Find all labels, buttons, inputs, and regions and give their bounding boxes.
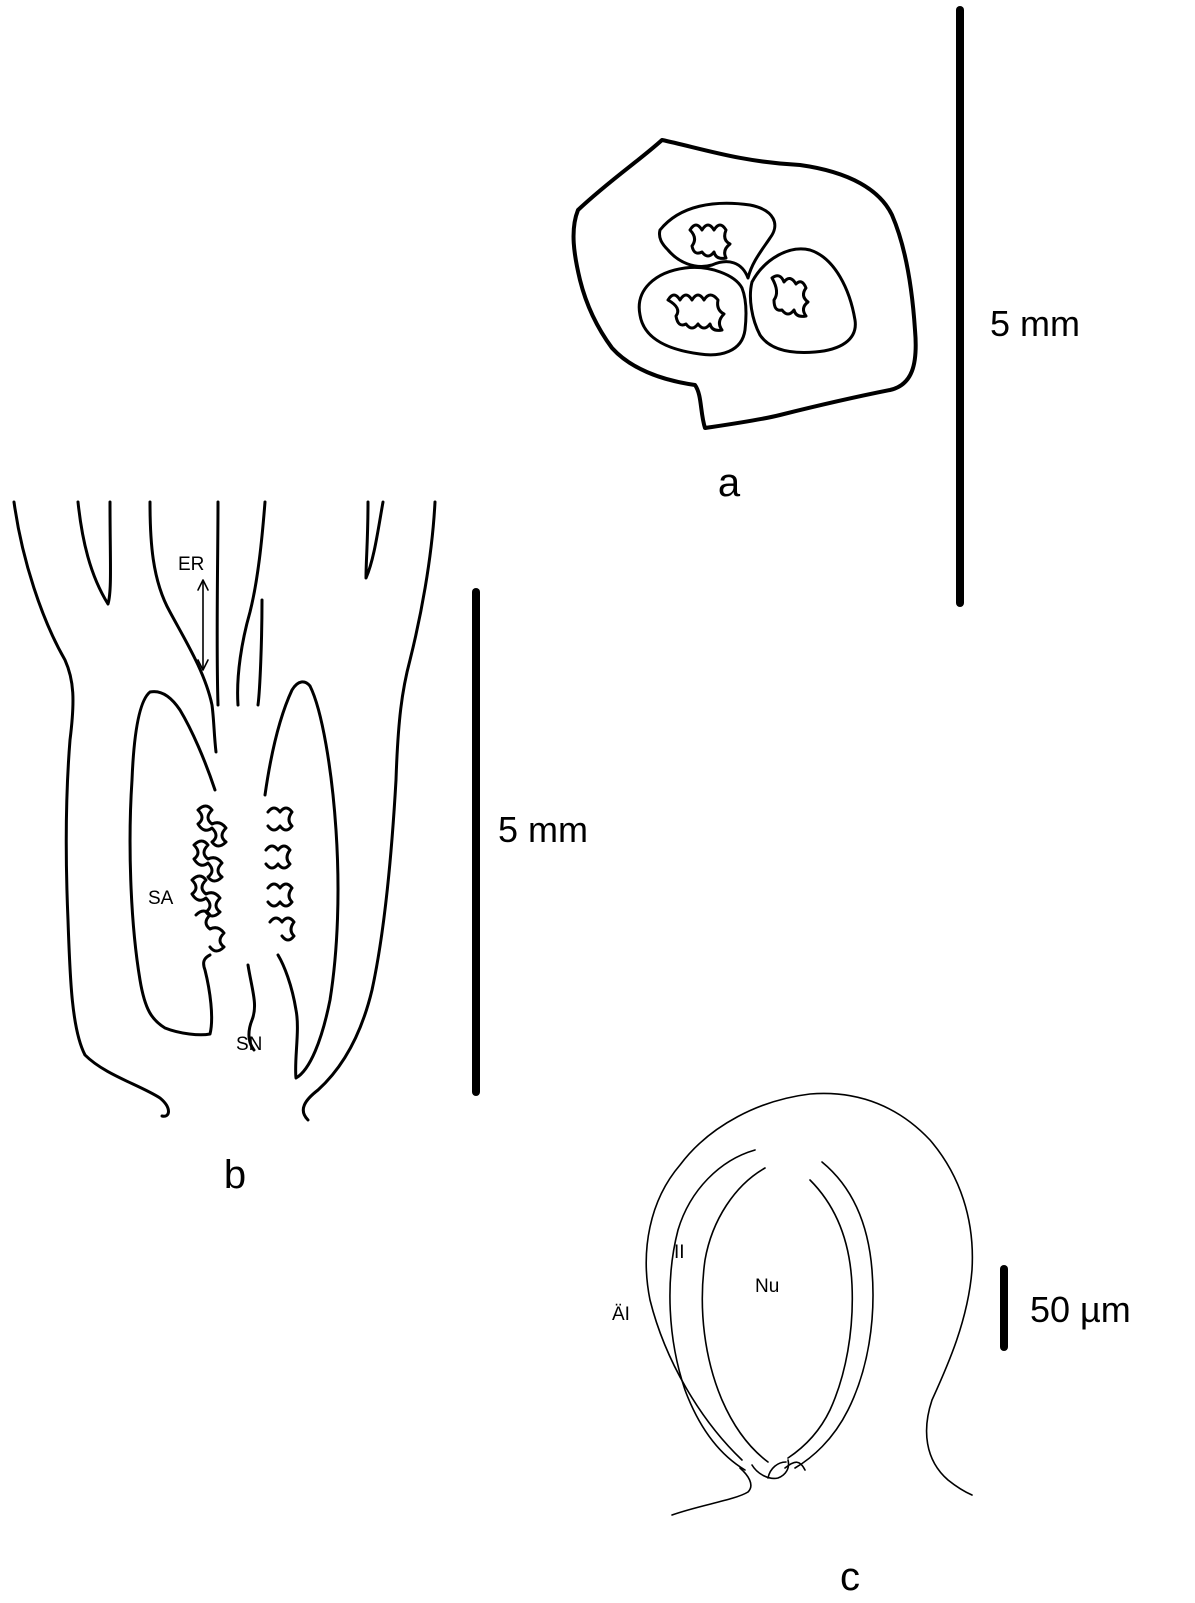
funiculus-outline <box>646 1093 972 1515</box>
inner-integument-right <box>795 1162 873 1468</box>
tepal-right <box>366 502 383 578</box>
scale-label-b: 5 mm <box>498 809 588 850</box>
ovules-row-left <box>192 806 226 951</box>
scale-label-a: 5 mm <box>990 303 1080 344</box>
panel-label-a: a <box>718 461 741 505</box>
locule-b-left <box>130 692 215 1035</box>
style-mid-left <box>217 502 218 705</box>
ovary-outline <box>574 140 916 428</box>
scale-label-c: 50 µm <box>1030 1289 1131 1330</box>
panel-a: a 5 mm <box>574 10 1080 603</box>
locule-b-right <box>265 682 338 1078</box>
panel-label-b: b <box>224 1153 246 1197</box>
inner-integument-left <box>702 1168 768 1462</box>
ovules-top <box>690 225 730 258</box>
label-ai: ÄI <box>612 1304 630 1325</box>
label-nu: Nu <box>755 1276 779 1297</box>
tepal-left <box>78 502 111 604</box>
locule-top <box>659 203 774 278</box>
panel-b: ER SA SN b 5 mm <box>14 502 588 1197</box>
ovules-row-right <box>266 808 294 940</box>
micropyle <box>752 1460 789 1478</box>
panel-label-c: c <box>840 1555 860 1599</box>
ovules-left <box>668 295 724 330</box>
panel-c: Nu II ÄI c 50 µm <box>612 1093 1131 1599</box>
label-sn: SN <box>236 1034 262 1055</box>
ovules-right <box>772 276 808 317</box>
outer-integument <box>670 1150 755 1470</box>
outer-wall-left <box>14 502 169 1116</box>
locule-left <box>639 267 746 354</box>
label-er: ER <box>178 554 204 575</box>
label-sa: SA <box>148 888 174 909</box>
nucellus-right <box>788 1180 852 1458</box>
style-mid-right <box>258 600 262 705</box>
label-ii: II <box>674 1242 685 1263</box>
locule-right <box>750 249 855 353</box>
